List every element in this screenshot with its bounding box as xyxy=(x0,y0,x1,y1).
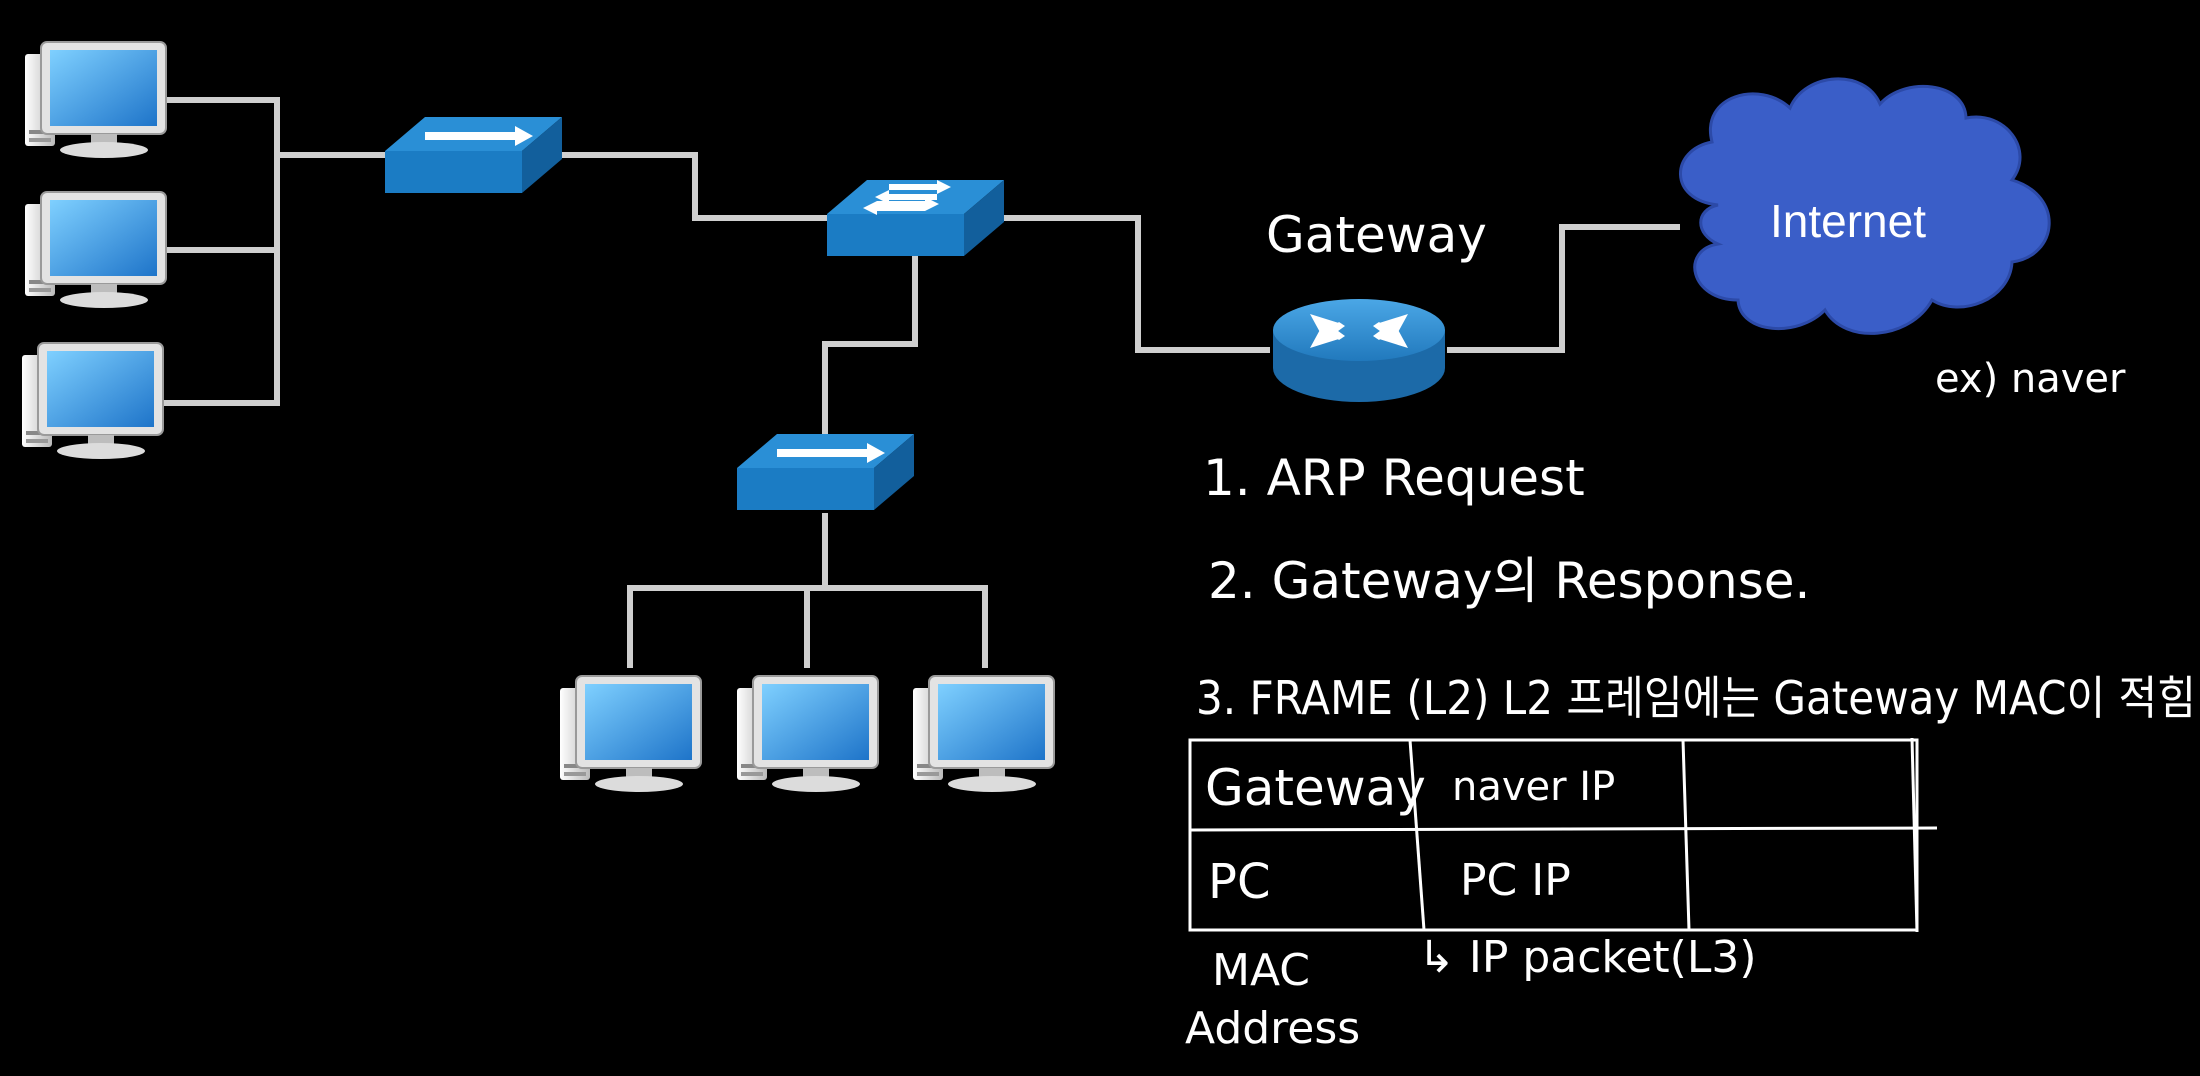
link-hub2-pc6 xyxy=(825,585,988,668)
frame-table xyxy=(1188,737,1938,933)
cloud-icon xyxy=(1679,77,2051,335)
ip-packet-label: ↳ IP packet(L3) xyxy=(1418,932,1757,983)
cell-gateway: Gateway xyxy=(1205,759,1426,817)
step-2: 2. Gateway의 Response. xyxy=(1208,552,1810,610)
link-switch-hub2 xyxy=(822,256,918,438)
link-hub1-switch xyxy=(562,152,828,221)
pc-3 xyxy=(21,342,164,460)
link-pc2-hub1 xyxy=(165,155,280,253)
router-icon xyxy=(1273,299,1445,402)
router-label: Gateway xyxy=(1266,206,1487,264)
cell-pc: PC xyxy=(1208,854,1270,910)
step-1: 1. ARP Request xyxy=(1203,449,1585,507)
link-pc1-hub1 xyxy=(165,97,385,158)
links xyxy=(160,97,1680,668)
step-3: 3. FRAME (L2) L2 프레임에는 Gateway MAC이 적힘 xyxy=(1196,671,2196,725)
cloud-example: ex) naver xyxy=(1935,356,2126,402)
hub-2 xyxy=(737,434,914,510)
switch xyxy=(827,180,1004,256)
address-label: Address xyxy=(1185,1003,1360,1054)
link-switch-router xyxy=(1004,215,1270,353)
cloud-label: Internet xyxy=(1770,195,1926,247)
cell-naver-ip: naver IP xyxy=(1452,764,1615,810)
pc-4 xyxy=(559,675,702,793)
pc-2 xyxy=(24,191,167,309)
pc-5 xyxy=(736,675,879,793)
mac-label: MAC xyxy=(1212,945,1310,996)
pc-6 xyxy=(912,675,1055,793)
pc-1 xyxy=(24,41,167,159)
link-router-cloud xyxy=(1447,224,1680,353)
cell-pc-ip: PC IP xyxy=(1460,855,1571,906)
link-hub2-pcs xyxy=(627,513,828,668)
hub-1 xyxy=(385,117,562,193)
link-pc3-hub1 xyxy=(160,250,280,406)
